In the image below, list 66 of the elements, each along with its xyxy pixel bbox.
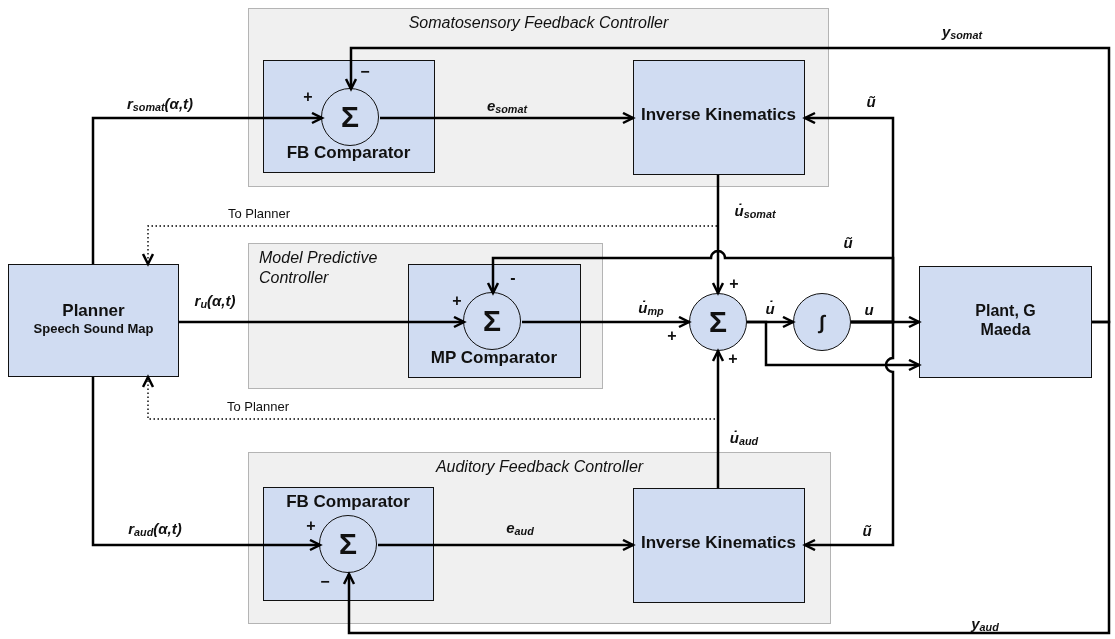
arrow xyxy=(179,315,466,329)
arrow xyxy=(342,320,1111,635)
edge-label: r$_{somat}$(α,t) xyxy=(126,94,194,114)
arrow xyxy=(522,315,691,329)
sign-label: + xyxy=(306,518,316,534)
sign-label: + xyxy=(452,293,462,309)
edge-label: y$_{aud}$ xyxy=(971,614,999,634)
process-box xyxy=(262,59,435,173)
process-box xyxy=(407,263,581,378)
edge-label: u̇ xyxy=(765,299,775,317)
sign-label: - xyxy=(510,270,516,286)
box-label: Planner xyxy=(62,300,125,321)
box-label: FB Comparator xyxy=(286,491,410,512)
edge-label: To Planner xyxy=(226,398,290,414)
sign-label: + xyxy=(728,351,738,367)
edge-label: e$_{aud}$ xyxy=(506,518,534,538)
controller-panel xyxy=(248,243,603,389)
sign-label: + xyxy=(729,276,739,292)
controller-panel xyxy=(248,8,829,187)
operator-symbol: Σ xyxy=(339,529,357,559)
sign-label: + xyxy=(303,89,313,105)
box-label: Speech Sound Map xyxy=(33,320,154,337)
arrow xyxy=(380,111,635,125)
sign-label: − xyxy=(360,64,370,80)
operator-symbol: Σ xyxy=(341,102,359,132)
edge-label: u̇$_{somat}$ xyxy=(734,201,776,221)
edge-label: y$_{somat}$ xyxy=(941,22,983,42)
controller-panel xyxy=(248,452,831,624)
box-label: Maeda xyxy=(980,320,1031,340)
edge-label: u xyxy=(864,300,874,318)
edge-label: ũ xyxy=(862,521,872,539)
panel-title: Somatosensory Feedback Controller xyxy=(407,14,670,32)
sign-label: + xyxy=(667,328,677,344)
edge-label: ũ xyxy=(866,92,876,110)
edge-label: r$_{u}$(α,t) xyxy=(194,291,236,311)
edge-label: To Planner xyxy=(227,205,291,221)
box-label: FB Comparator xyxy=(286,143,411,164)
operator-symbol: Σ xyxy=(483,306,501,336)
edge-label: e$_{somat}$ xyxy=(486,96,528,116)
process-box xyxy=(632,59,805,175)
operator-symbol: Σ xyxy=(709,307,727,337)
box-label: MP Comparator xyxy=(430,348,558,369)
panel-title: Model Predictive Controller xyxy=(259,248,379,288)
edge-label: r$_{aud}$(α,t) xyxy=(128,519,182,539)
panel-title: Auditory Feedback Controller xyxy=(434,458,645,476)
process-box xyxy=(262,486,434,601)
edge-label: u̇$_{mp}$ xyxy=(638,298,664,318)
edge-label: u̇$_{aud}$ xyxy=(729,428,759,448)
arrow xyxy=(803,320,895,552)
sign-label: − xyxy=(320,574,330,590)
arrow xyxy=(378,538,635,552)
arrow xyxy=(486,250,895,324)
arrow xyxy=(711,349,725,488)
box-label: Inverse Kinematics xyxy=(641,532,796,554)
operator-symbol: ∫ xyxy=(819,312,825,332)
box-label: Plant, G xyxy=(975,300,1036,320)
edge-label: ũ xyxy=(843,233,853,251)
arrow xyxy=(344,46,1111,324)
process-box xyxy=(919,266,1092,378)
process-box xyxy=(632,487,805,603)
arrow xyxy=(91,377,322,552)
arrow xyxy=(711,175,725,295)
process-box xyxy=(8,264,179,377)
arrow xyxy=(747,320,921,372)
box-label: Inverse Kinematics xyxy=(641,104,796,126)
arrow xyxy=(91,111,324,264)
